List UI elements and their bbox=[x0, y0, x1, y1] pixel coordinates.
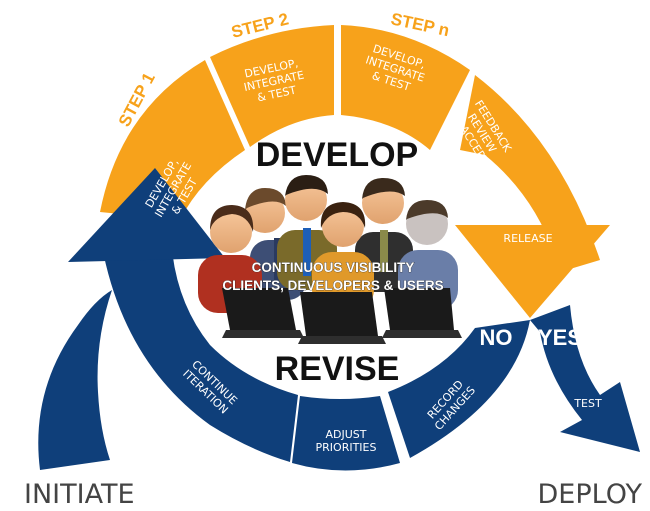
adjust-line: ADJUST bbox=[326, 428, 367, 441]
laptop-icon bbox=[298, 292, 386, 344]
deploy-label: DEPLOY bbox=[538, 479, 643, 510]
revise-title: REVISE bbox=[275, 350, 400, 388]
adjust-priorities-text: ADJUST PRIORITIES bbox=[316, 428, 377, 454]
release-label: RELEASE bbox=[503, 232, 552, 245]
segment-feedback bbox=[460, 75, 600, 272]
revise-arc bbox=[38, 168, 640, 471]
laptop-icon bbox=[382, 288, 462, 338]
initiate-label: INITIATE bbox=[24, 479, 135, 510]
visibility-line-1: CONTINUOUS VISIBILITY bbox=[252, 260, 415, 275]
team-illustration bbox=[198, 175, 462, 344]
segment-adjust-priorities bbox=[292, 396, 400, 471]
segment-step-n bbox=[341, 25, 470, 150]
no-label: NO bbox=[480, 325, 513, 350]
segment-record-changes bbox=[388, 320, 530, 458]
cycle-arrowhead bbox=[68, 168, 225, 262]
release-arrow bbox=[455, 225, 610, 318]
deploy-arrow bbox=[530, 305, 640, 452]
develop-title: DEVELOP bbox=[256, 136, 418, 174]
segment-continue-iteration bbox=[100, 235, 298, 462]
segment-step-1 bbox=[100, 60, 245, 220]
yes-label: YES bbox=[538, 325, 582, 350]
person-icon bbox=[277, 175, 337, 290]
test-label: TEST bbox=[573, 397, 602, 410]
develop-arc bbox=[100, 25, 610, 318]
laptop-icon bbox=[222, 288, 304, 338]
segment-step-2 bbox=[210, 25, 334, 147]
adjust-line: PRIORITIES bbox=[316, 441, 377, 454]
initiate-swoosh bbox=[38, 290, 112, 470]
visibility-line-2: CLIENTS, DEVELOPERS & USERS bbox=[222, 278, 443, 293]
